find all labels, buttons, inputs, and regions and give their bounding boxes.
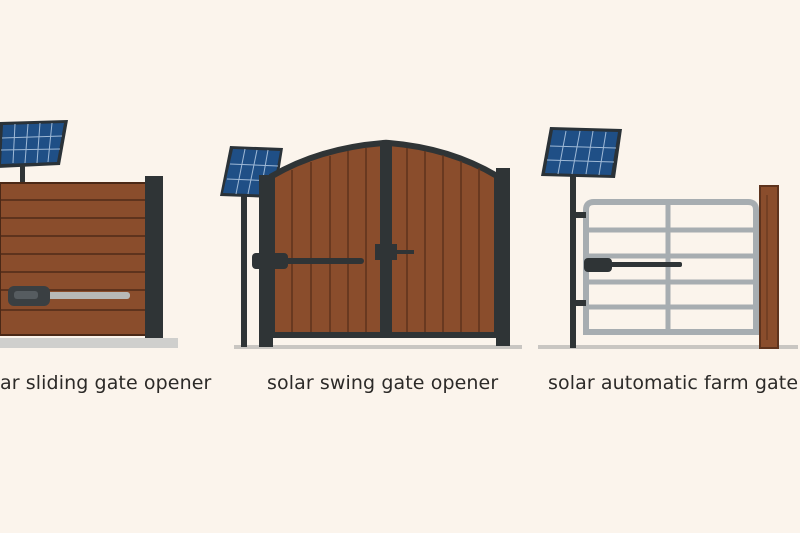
sliding-gate-icon (0, 120, 178, 348)
caption-farm-gate: solar automatic farm gate (548, 372, 799, 394)
caption-swing-gate: solar swing gate opener (267, 372, 499, 394)
solar-panel-icon (0, 120, 68, 187)
solar-panel-icon (541, 127, 622, 348)
swing-gate-icon (220, 139, 522, 349)
caption-sliding-gate: ar sliding gate opener (0, 372, 212, 394)
farm-gate-icon (538, 127, 798, 349)
